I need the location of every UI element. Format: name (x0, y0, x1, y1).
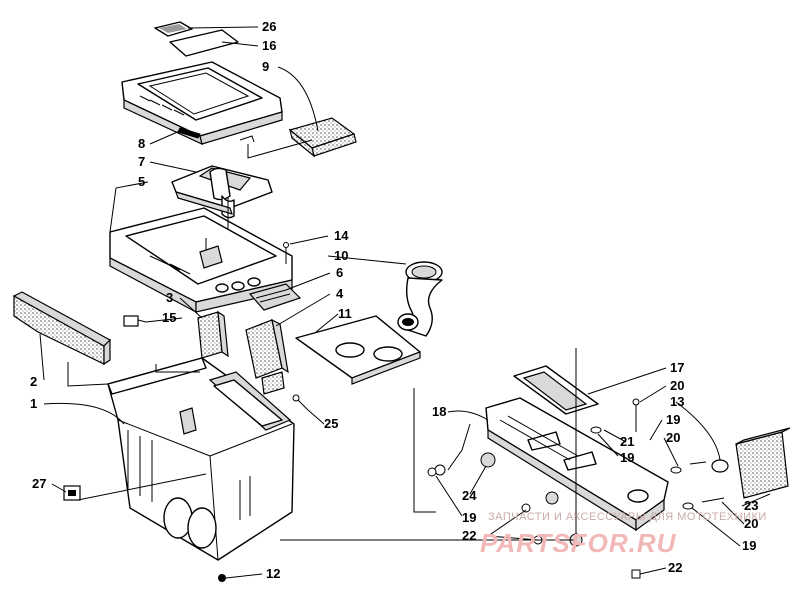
silencer-housing-18 (485, 397, 669, 532)
callout-22-a: 22 (462, 528, 476, 543)
intake-duct-7 (171, 165, 273, 219)
callout-19-a: 19 (666, 412, 680, 427)
callout-3: 3 (166, 290, 173, 305)
callout-10: 10 (334, 248, 348, 263)
decal-26 (154, 21, 193, 37)
callout-11: 11 (338, 306, 352, 321)
watermark-brand: PARTSFOR.RU (480, 528, 677, 558)
callout-25: 25 (324, 416, 338, 431)
gasket-6 (248, 283, 302, 311)
sensor-15 (123, 315, 147, 327)
callout-2: 2 (30, 374, 37, 389)
cap-13 (711, 459, 729, 473)
boot-17 (513, 365, 599, 415)
callout-22-b: 22 (668, 560, 682, 575)
screen-16 (169, 29, 239, 57)
intake-elbow-10 (397, 261, 443, 337)
screw-14 (283, 242, 289, 264)
airbox-base-5 (109, 207, 293, 314)
callout-6: 6 (336, 265, 343, 280)
watermark-tagline: ЗАПЧАСТИ И АКСЕССУАРЫ ДЛЯ МОТОТЕХНИКИ (488, 511, 767, 523)
leader-lines (39, 26, 771, 579)
nut-19-left (427, 467, 437, 477)
callout-7: 7 (138, 154, 145, 169)
callout-19-c: 19 (462, 510, 476, 525)
callout-9: 9 (262, 59, 269, 74)
callout-13: 13 (670, 394, 684, 409)
callout-17: 17 (670, 360, 684, 375)
side-filter-2 (12, 291, 111, 366)
bolt-20-low (701, 497, 725, 503)
callout-18: 18 (432, 404, 446, 419)
callout-12: 12 (266, 566, 280, 581)
washer-19-low (682, 502, 694, 510)
tube-24 (434, 423, 496, 476)
washer-20-mid (670, 466, 682, 474)
foam-filter-9 (288, 117, 357, 158)
callout-4: 4 (336, 286, 344, 301)
callout-21: 21 (620, 434, 634, 449)
callout-19-b: 19 (620, 450, 634, 465)
washer-19-top (590, 426, 602, 434)
airbox-cover-8 (121, 61, 283, 146)
filter-element-23 (735, 427, 791, 499)
bolt-25 (292, 394, 309, 411)
callout-labels: 26 16 9 8 7 5 14 10 6 3 4 15 11 2 1 25 2… (30, 19, 758, 581)
callout-20-top: 20 (670, 378, 684, 393)
callout-16: 16 (262, 38, 276, 53)
callout-14: 14 (334, 228, 349, 243)
callout-27: 27 (32, 476, 46, 491)
callout-19-d: 19 (742, 538, 756, 553)
callout-26: 26 (262, 19, 276, 34)
clip-27 (63, 485, 81, 501)
bolt-20-mid (689, 461, 707, 465)
airbox-body-1 (107, 357, 295, 582)
mounting-plate-11 (295, 315, 421, 385)
foam-block-3 (197, 310, 229, 359)
nut-22-b (631, 569, 641, 579)
bolt-21 (632, 398, 640, 432)
nut-22-a (521, 503, 543, 545)
foam-block-4 (245, 318, 289, 395)
callout-24: 24 (462, 488, 477, 503)
callout-8: 8 (138, 136, 145, 151)
callout-20-mid: 20 (666, 430, 680, 445)
callout-1: 1 (30, 396, 37, 411)
callout-15: 15 (162, 310, 176, 325)
callout-23: 23 (744, 498, 758, 513)
watermark: ЗАПЧАСТИ И АКСЕССУАРЫ ДЛЯ МОТОТЕХНИКИ PA… (480, 511, 767, 558)
assembly-lines (67, 139, 577, 541)
callout-5: 5 (138, 174, 145, 189)
callout-20-low: 20 (744, 516, 758, 531)
